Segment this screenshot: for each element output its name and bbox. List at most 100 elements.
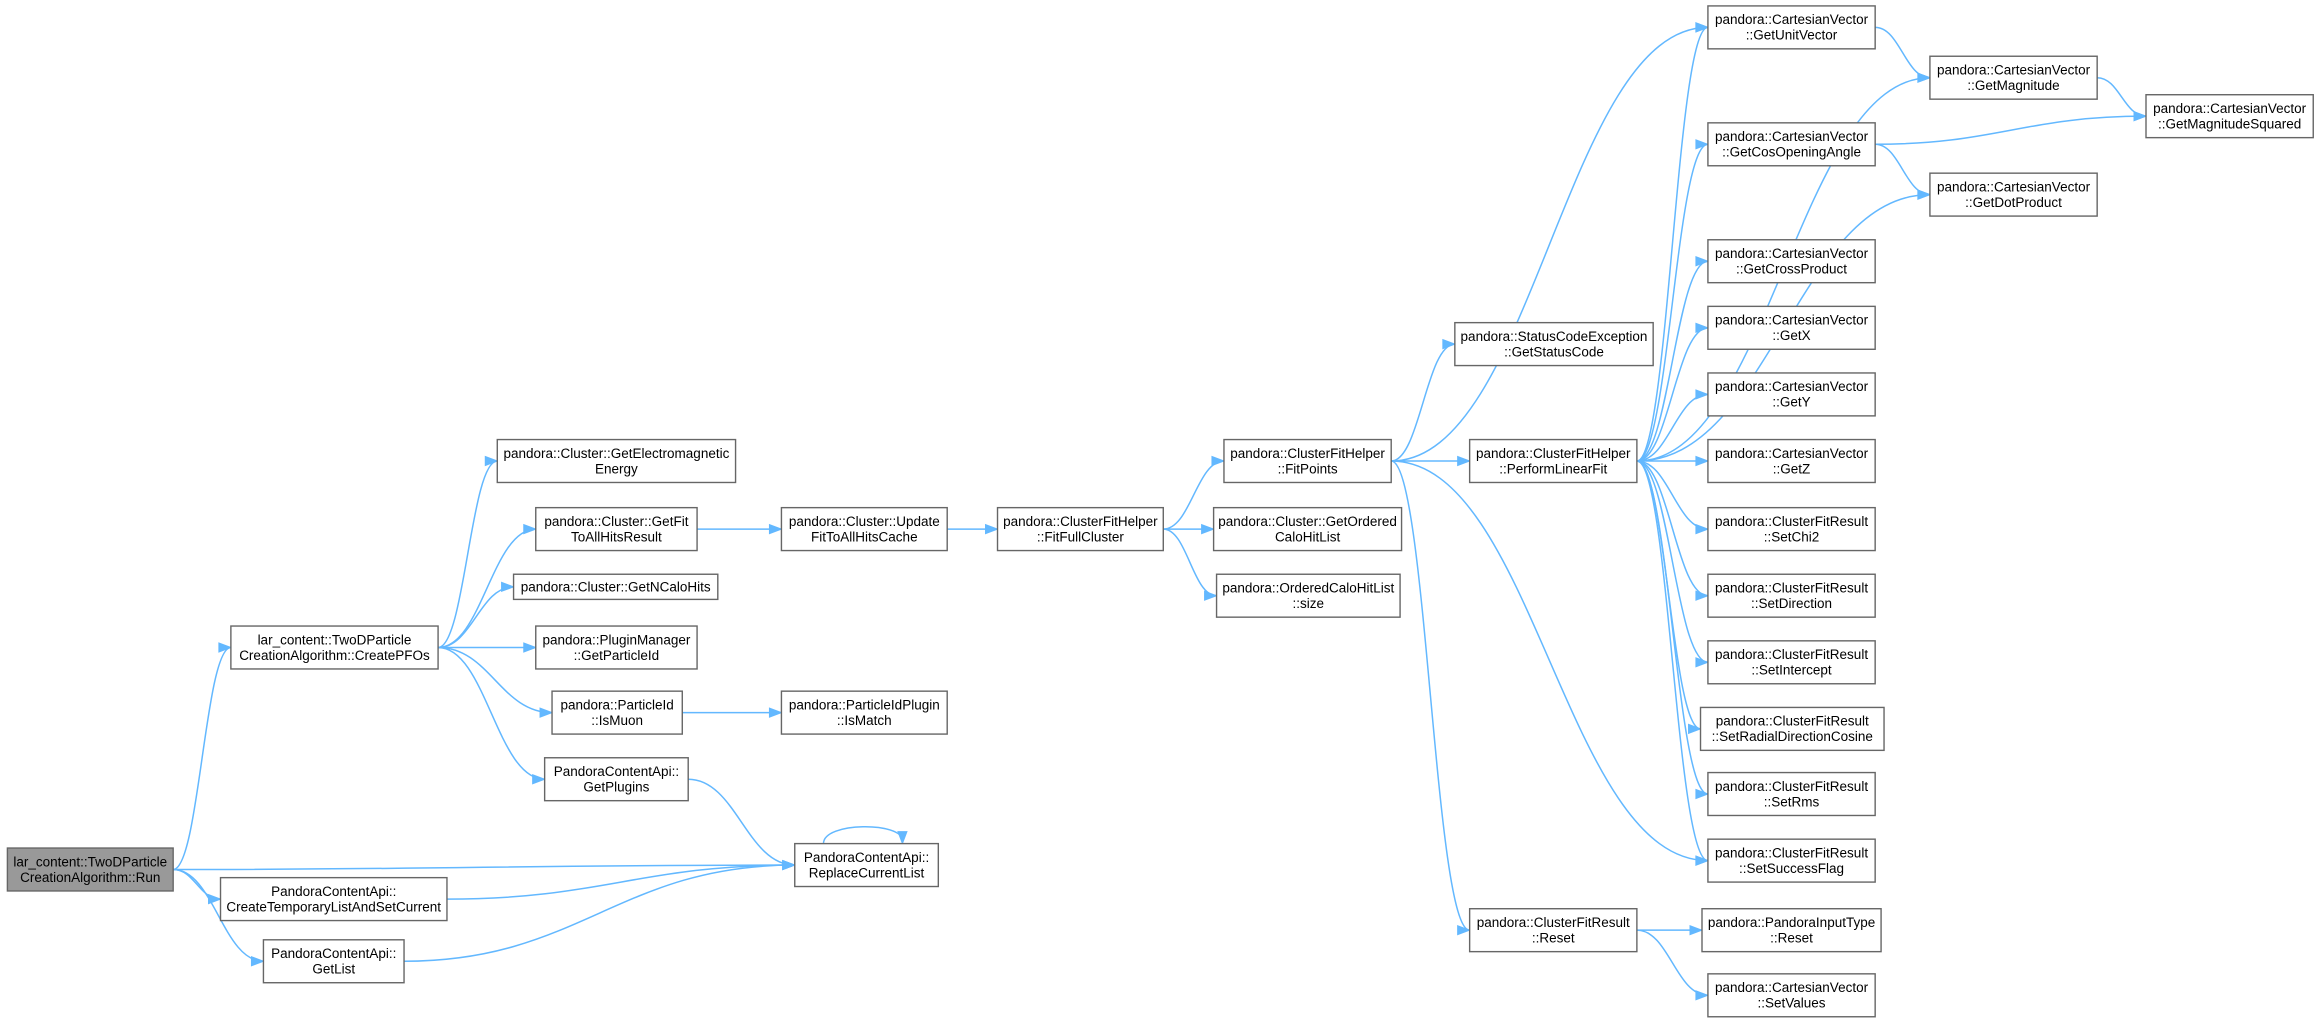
node-cross-product[interactable]: pandora::CartesianVector::GetCrossProduc… [1707,239,1876,284]
node-label: ::Reset [1770,930,1813,945]
edge-arrowhead [768,523,783,535]
node-cfr-reset[interactable]: pandora::ClusterFitResult::Reset [1468,908,1638,953]
edge-arrowhead [250,956,265,967]
node-get-status[interactable]: pandora::StatusCodeException::GetStatusC… [1454,321,1654,367]
node-ordered-size[interactable]: pandora::OrderedCaloHitList::size [1215,573,1401,618]
node-get-plugins[interactable]: PandoraContentApi::GetPlugins [543,757,689,802]
node-label: ::SetRms [1764,794,1820,809]
node-box [1707,305,1876,350]
edge-linear-fit-to-unit-vector [1636,26,1709,462]
node-label: ::SetSuccessFlag [1739,861,1844,876]
node-get-x[interactable]: pandora::CartesianVector::GetX [1707,305,1876,350]
node-get-em-energy[interactable]: pandora::Cluster::GetElectromagneticEner… [496,438,737,484]
node-unit-vector[interactable]: pandora::CartesianVector::GetUnitVector [1707,5,1876,50]
node-fit-points[interactable]: pandora::ClusterFitHelper::FitPoints [1223,438,1392,484]
edge-linear-fit-to-get-x [1636,327,1709,462]
node-label: ReplaceCurrentList [809,865,925,880]
node-linear-fit[interactable]: pandora::ClusterFitHelper::PerformLinear… [1468,438,1638,484]
node-set-direction[interactable]: pandora::ClusterFitResult::SetDirection [1707,573,1876,618]
edge-fit-points-to-get-status [1391,343,1455,462]
node-label: PandoraContentApi:: [804,850,929,865]
node-set-intercept[interactable]: pandora::ClusterFitResult::SetIntercept [1707,640,1876,685]
node-box [1707,239,1876,284]
edge-linear-fit-to-cross-product [1636,260,1709,462]
node-box [794,842,940,888]
node-magnitude-sq[interactable]: pandora::CartesianVector::GetMagnitudeSq… [2145,94,2314,139]
edge-fit-points-to-cfr-reset [1390,460,1470,931]
node-label: FitToAllHitsCache [811,529,918,544]
node-label: ::SetRadialDirectionCosine [1712,729,1873,744]
node-label: CreationAlgorithm::Run [20,870,160,885]
edge-arrowhead [1695,22,1710,33]
node-get-list[interactable]: PandoraContentApi::GetList [262,939,405,984]
edge-get-plugins-to-replace-list [688,778,795,866]
edge-arrowhead [897,831,908,846]
node-box [1707,573,1876,618]
node-dot-product[interactable]: pandora::CartesianVector::GetDotProduct [1929,172,2098,217]
node-label: ::GetMagnitude [1967,78,2059,93]
node-cos-angle[interactable]: pandora::CartesianVector::GetCosOpeningA… [1707,122,1876,167]
node-label: ::GetDotProduct [1965,195,2062,210]
node-label: pandora::PandoraInputType [1708,915,1875,930]
edge-arrowhead [523,642,538,653]
node-label: CaloHitList [1275,529,1341,544]
node-box [2145,94,2314,139]
edge-create-pfos-to-get-em-energy [437,460,498,649]
node-set-success[interactable]: pandora::ClusterFitResult::SetSuccessFla… [1707,838,1876,883]
node-is-match[interactable]: pandora::ParticleIdPlugin::IsMatch [780,690,948,735]
node-label: ::IsMuon [591,713,643,728]
node-get-magnitude[interactable]: pandora::CartesianVector::GetMagnitude [1929,55,2098,100]
node-is-muon[interactable]: pandora::ParticleId::IsMuon [551,690,683,735]
node-label: ::GetZ [1773,461,1811,476]
node-update-fit[interactable]: pandora::Cluster::UpdateFitToAllHitsCach… [780,506,948,552]
node-replace-list[interactable]: PandoraContentApi::ReplaceCurrentList [794,842,940,888]
node-label: CreateTemporaryListAndSetCurrent [226,899,441,914]
node-set-values[interactable]: pandora::CartesianVector::SetValues [1707,973,1876,1018]
node-label: pandora::Cluster::GetNCaloHits [521,579,711,594]
node-set-chi2[interactable]: pandora::ClusterFitResult::SetChi2 [1707,506,1876,552]
edge-arrowhead [1211,455,1226,467]
edge-cos-angle-to-magnitude-sq [1875,115,2147,146]
node-get-z[interactable]: pandora::CartesianVector::GetZ [1707,438,1876,484]
node-label: pandora::OrderedCaloHitList [1222,580,1394,595]
node-label: pandora::ParticleIdPlugin [789,697,940,712]
node-label: ::SetChi2 [1764,529,1820,544]
node-get-pid[interactable]: pandora::PluginManager::GetParticleId [535,625,698,670]
edge-arrowhead [1688,723,1702,735]
node-label: pandora::ClusterFitResult [1715,779,1868,794]
node-label: pandora::ClusterFitResult [1715,580,1868,595]
edge-arrowhead [768,707,783,718]
node-label: ::size [1293,596,1325,611]
node-set-radial[interactable]: pandora::ClusterFitResult::SetRadialDire… [1699,706,1885,752]
node-box [1701,908,1882,953]
node-box [1707,838,1876,883]
node-box [512,573,719,601]
node-label: ::GetUnitVector [1746,28,1838,43]
edge-arrowhead [2133,110,2148,122]
node-label: ::FitPoints [1278,461,1338,476]
edge-arrowhead [1695,788,1710,800]
node-label: ::SetDirection [1751,596,1832,611]
edge-arrowhead [218,642,233,653]
node-box [496,438,737,484]
edge-self-call [822,825,904,844]
node-set-rms[interactable]: pandora::ClusterFitResult::SetRms [1707,771,1876,817]
node-get-y[interactable]: pandora::CartesianVector::GetY [1707,372,1876,417]
node-box [1707,973,1876,1018]
node-fit-full[interactable]: pandora::ClusterFitHelper::FitFullCluste… [996,506,1164,552]
node-label: ::GetStatusCode [1504,344,1604,359]
edge-arrowhead [532,773,547,785]
node-get-ncalo[interactable]: pandora::Cluster::GetNCaloHits [512,573,719,601]
node-create-temp[interactable]: PandoraContentApi::CreateTemporaryListAn… [219,876,448,922]
edge-arrowhead [985,523,999,535]
node-create-pfos[interactable]: lar_content::TwoDParticleCreationAlgorit… [230,625,439,670]
node-box [1929,55,2098,100]
node-label: ::SetIntercept [1751,663,1832,678]
node-run[interactable]: lar_content::TwoDParticleCreationAlgorit… [6,847,174,892]
edge-arrowhead [1695,322,1710,334]
edge-run-to-get-list [173,868,264,963]
edge-arrowhead [1204,590,1218,601]
node-input-reset[interactable]: pandora::PandoraInputType::Reset [1701,908,1882,953]
